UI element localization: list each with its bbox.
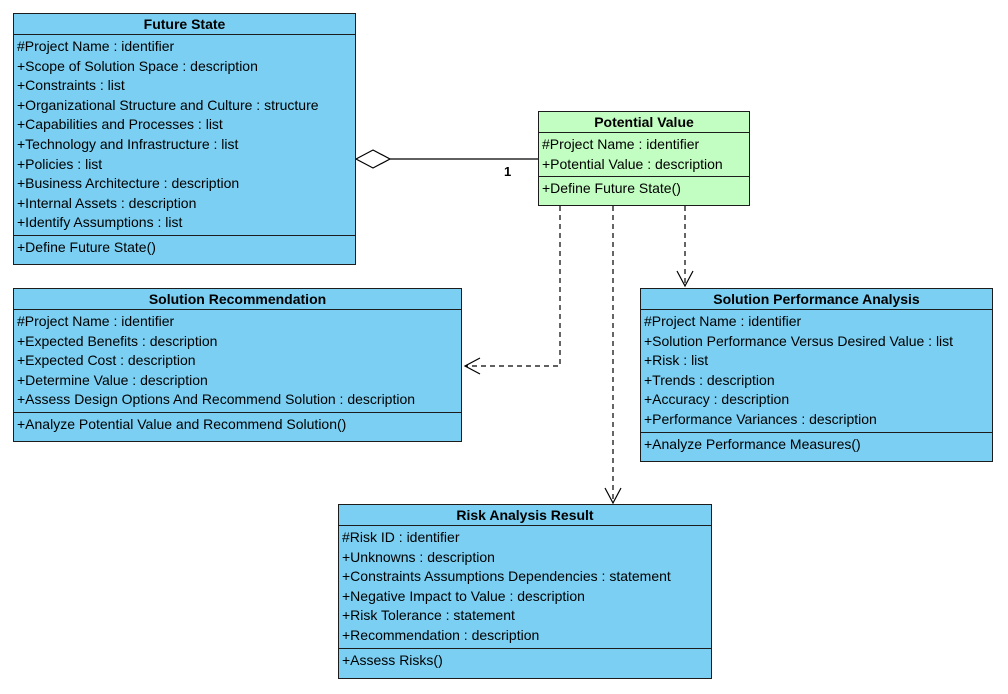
attribute: +Expected Cost : description (17, 352, 196, 369)
class-solution-recommendation[interactable]: Solution Recommendation #Project Name : … (13, 288, 462, 442)
attribute: +Assess Design Options And Recommend Sol… (17, 391, 416, 408)
attribute: +Negative Impact to Value : description (342, 587, 585, 604)
multiplicity-label: 1 (504, 164, 512, 179)
operation-compartment: +Define Future State() (14, 236, 355, 260)
attribute-compartment: #Project Name : identifier +Scope of Sol… (14, 35, 355, 236)
attribute: +Capabilities and Processes : list (17, 116, 223, 133)
attribute: +Identify Assumptions : list (17, 214, 183, 231)
operation: +Assess Risks() (342, 651, 443, 668)
attribute: +Technology and Infrastructure : list (17, 135, 239, 152)
class-future-state[interactable]: Future State #Project Name : identifier … (13, 13, 356, 265)
attribute: +Policies : list (17, 155, 103, 172)
dependency-link-performance-analysis (676, 206, 694, 288)
attribute: #Project Name : identifier (17, 313, 175, 329)
dependency-link-solution-recommendation (463, 206, 561, 375)
attribute: +Expected Benefits : description (17, 332, 218, 349)
class-name: Future State (14, 14, 355, 35)
class-risk-analysis-result[interactable]: Risk Analysis Result #Risk ID : identifi… (338, 504, 712, 679)
attribute: #Project Name : identifier (17, 38, 175, 54)
attribute: +Scope of Solution Space : description (17, 57, 258, 74)
attribute: +Constraints : list (17, 77, 125, 94)
attribute: #Risk ID : identifier (342, 529, 460, 545)
aggregation-diamond-icon (354, 149, 392, 169)
attribute: #Project Name : identifier (644, 313, 802, 329)
attribute: +Accuracy : description (644, 391, 790, 408)
attribute: +Recommendation : description (342, 626, 540, 643)
operation-compartment: +Analyze Performance Measures() (641, 433, 992, 457)
attribute: #Project Name : identifier (542, 136, 700, 152)
aggregation-link (354, 149, 538, 169)
open-arrowhead-icon (604, 487, 622, 505)
attribute-compartment: #Risk ID : identifier +Unknowns : descri… (339, 526, 711, 649)
attribute-compartment: #Project Name : identifier +Solution Per… (641, 310, 992, 433)
operation: +Define Future State() (17, 238, 156, 255)
attribute: +Constraints Assumptions Dependencies : … (342, 568, 671, 585)
open-arrowhead-icon (676, 270, 694, 288)
attribute: +Determine Value : description (17, 371, 208, 388)
attribute-compartment: #Project Name : identifier +Expected Ben… (14, 310, 461, 413)
class-name: Solution Performance Analysis (641, 289, 992, 310)
attribute: +Trends : description (644, 371, 775, 388)
class-solution-performance-analysis[interactable]: Solution Performance Analysis #Project N… (640, 288, 993, 462)
operation: +Define Future State() (542, 180, 681, 197)
class-name: Risk Analysis Result (339, 505, 711, 526)
class-name: Solution Recommendation (14, 289, 461, 310)
attribute: +Internal Assets : description (17, 194, 197, 211)
operation: +Analyze Performance Measures() (644, 435, 861, 452)
class-potential-value[interactable]: Potential Value #Project Name : identifi… (538, 111, 750, 206)
attribute: +Potential Value : description (542, 155, 723, 172)
operation-compartment: +Assess Risks() (339, 649, 711, 673)
operation-compartment: +Analyze Potential Value and Recommend S… (14, 413, 461, 437)
operation: +Analyze Potential Value and Recommend S… (17, 415, 347, 432)
attribute: +Risk Tolerance : statement (342, 607, 515, 624)
attribute: +Solution Performance Versus Desired Val… (644, 332, 954, 349)
attribute: +Organizational Structure and Culture : … (17, 96, 319, 113)
attribute: +Performance Variances : description (644, 410, 877, 427)
dependency-link-risk-analysis (604, 206, 622, 505)
class-name: Potential Value (539, 112, 749, 133)
operation-compartment: +Define Future State() (539, 177, 749, 201)
attribute-compartment: #Project Name : identifier +Potential Va… (539, 133, 749, 178)
attribute: +Risk : list (644, 352, 709, 369)
attribute: +Business Architecture : description (17, 175, 240, 192)
open-arrowhead-icon (463, 357, 481, 375)
attribute: +Unknowns : description (342, 548, 495, 565)
